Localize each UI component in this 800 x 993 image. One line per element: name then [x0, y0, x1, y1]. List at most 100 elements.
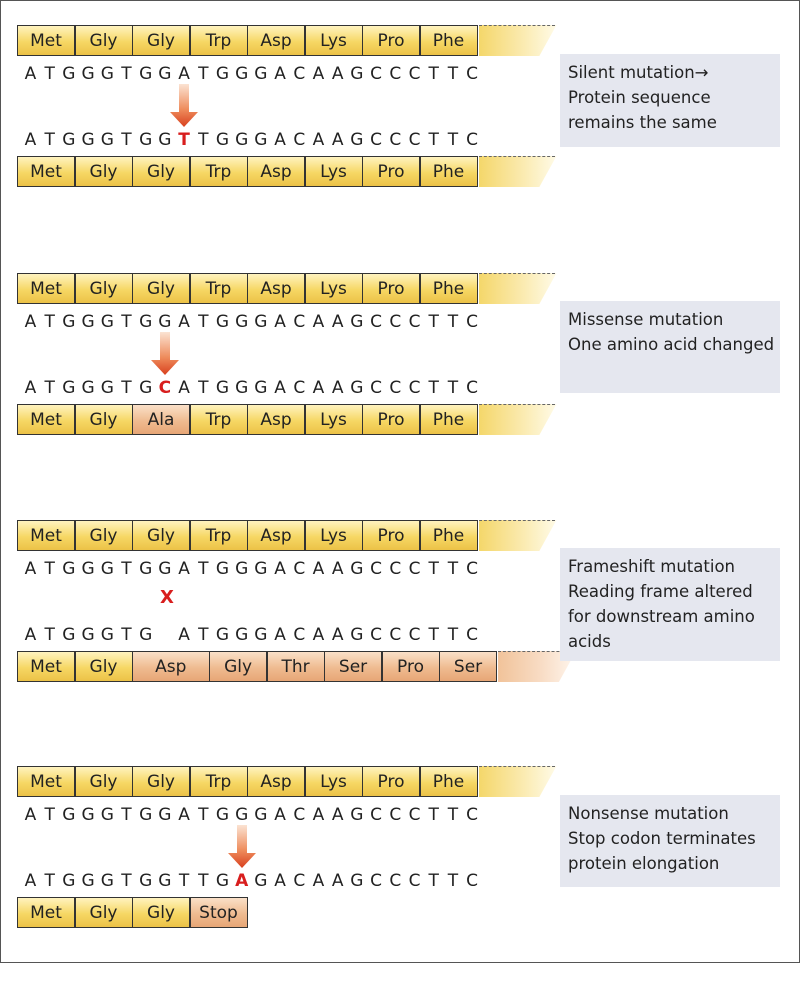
nucleotide: C: [408, 871, 421, 891]
codon-box: Gly: [74, 156, 133, 187]
nucleotide: C: [408, 378, 421, 398]
nucleotide: T: [447, 64, 459, 84]
nucleotide: T: [121, 625, 132, 645]
nucleotide: T: [198, 64, 209, 84]
nucleotide: G: [350, 312, 364, 332]
nucleotide: G: [235, 64, 249, 84]
nucleotide: A: [235, 871, 249, 891]
nucleotide: C: [466, 130, 479, 150]
codon-box: Gly: [132, 520, 190, 551]
codon-box: Pro: [362, 156, 420, 187]
nucleotide: C: [370, 625, 383, 645]
nucleotide: A: [24, 312, 37, 332]
nucleotide: G: [235, 312, 249, 332]
nucleotide: T: [447, 871, 459, 891]
nucleotide: G: [81, 312, 95, 332]
codon-box: Lys: [304, 156, 363, 187]
codon-box: Phe: [419, 25, 478, 56]
nucleotide: A: [331, 559, 344, 579]
nucleotide: G: [62, 130, 76, 150]
nucleotide: A: [24, 130, 37, 150]
nucleotide: T: [447, 378, 459, 398]
nucleotide: A: [312, 871, 325, 891]
codon-box: Pro: [362, 25, 420, 56]
codon-box: Ser: [324, 651, 383, 682]
codon-box: Met: [17, 520, 75, 551]
nucleotide: A: [312, 378, 325, 398]
description-line: Stop codon terminates: [568, 829, 756, 848]
nucleotide: C: [370, 378, 383, 398]
nucleotide: C: [389, 64, 402, 84]
nucleotide: G: [350, 378, 364, 398]
nucleotide: G: [215, 378, 230, 398]
codon-box: Asp: [247, 404, 305, 435]
nucleotide: C: [466, 378, 479, 398]
nucleotide: G: [158, 805, 172, 825]
mutation-arrow-icon: [150, 332, 180, 376]
nucleotide: C: [408, 312, 421, 332]
nucleotide: T: [428, 625, 439, 645]
codon-box: Pro: [381, 651, 440, 682]
nucleotide: A: [331, 130, 344, 150]
nucleotide: C: [370, 64, 383, 84]
codon-box: Met: [17, 651, 75, 682]
nucleotide: A: [312, 625, 325, 645]
nucleotide: C: [389, 805, 402, 825]
nucleotide: G: [158, 559, 172, 579]
nucleotide: G: [158, 130, 172, 150]
nucleotide: C: [293, 559, 306, 579]
codon-box: Trp: [189, 156, 248, 187]
description-line: Nonsense mutation: [568, 804, 729, 823]
codon-box: Gly: [74, 520, 133, 551]
nucleotide: C: [389, 312, 402, 332]
nucleotide: T: [198, 130, 209, 150]
nucleotide: T: [428, 312, 439, 332]
nucleotide: A: [331, 805, 344, 825]
codon-box: Trp: [189, 273, 248, 304]
codon-box: Pro: [362, 273, 420, 304]
nucleotide: A: [312, 64, 325, 84]
nucleotide: T: [44, 64, 55, 84]
nucleotide: A: [331, 312, 344, 332]
deletion-x-mark: X: [159, 587, 174, 608]
nucleotide: T: [447, 130, 459, 150]
nucleotide: T: [121, 64, 132, 84]
chain-continuation: [478, 273, 557, 304]
codon-box: Lys: [304, 404, 363, 435]
nucleotide: G: [350, 130, 364, 150]
codon-box: Stop: [189, 897, 248, 928]
nucleotide: G: [139, 871, 153, 891]
codon-box: Lys: [304, 520, 363, 551]
nucleotide: A: [312, 805, 325, 825]
nucleotide: G: [139, 130, 153, 150]
codon-box: Gly: [132, 25, 190, 56]
nucleotide: T: [44, 871, 55, 891]
chain-continuation: [478, 520, 557, 551]
nucleotide: G: [100, 312, 114, 332]
nucleotide: G: [100, 871, 114, 891]
codon-box: Gly: [74, 651, 133, 682]
nucleotide: T: [428, 871, 439, 891]
nucleotide: A: [24, 871, 37, 891]
description-line: Missense mutation: [568, 310, 724, 329]
nucleotide: A: [178, 64, 190, 84]
nucleotide: G: [62, 64, 76, 84]
nucleotide: G: [235, 130, 249, 150]
nucleotide: C: [389, 378, 402, 398]
codon-box: Lys: [304, 766, 363, 797]
codon-box: Asp: [247, 273, 305, 304]
nucleotide: A: [331, 871, 344, 891]
nucleotide: C: [466, 64, 479, 84]
nucleotide: C: [466, 559, 479, 579]
nucleotide: G: [62, 625, 76, 645]
nucleotide: G: [158, 871, 172, 891]
nucleotide: A: [178, 559, 190, 579]
